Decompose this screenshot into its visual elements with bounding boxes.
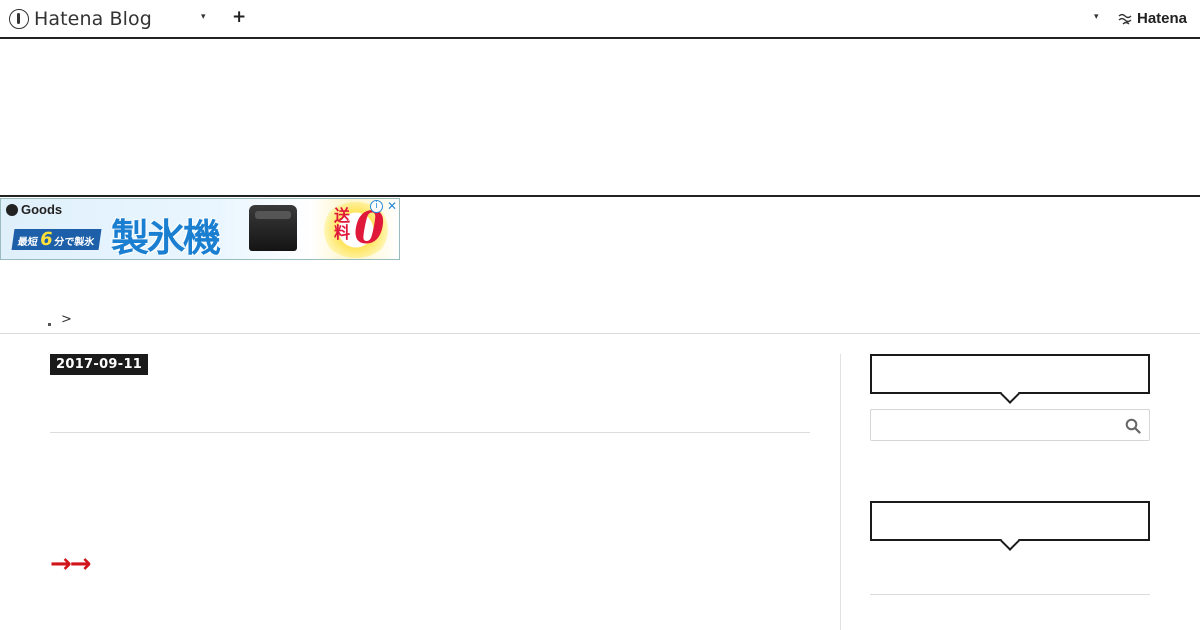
hatena-blog-icon [9, 9, 29, 29]
ad-banner[interactable]: Goods 最短 6 分で製氷 製氷機 送料 0 i ✕ [0, 198, 400, 260]
entry-title-divider [50, 432, 810, 433]
ad-subtitle: 最短 6 分で製氷 [11, 229, 102, 250]
breadcrumb-separator: > [61, 312, 72, 327]
search-form [870, 409, 1150, 441]
breadcrumb: > [48, 312, 72, 327]
chevron-down-icon[interactable]: ▾ [201, 12, 206, 22]
ad-brand-text: Goods [21, 202, 63, 217]
ad-subtitle-number: 6 [38, 229, 55, 250]
add-entry-button[interactable]: + [232, 7, 247, 27]
sidebar-widget-heading-search [870, 354, 1150, 394]
ice-machine-image [249, 205, 297, 251]
ad-subtitle-suffix: 分で製氷 [53, 237, 95, 248]
logo-text: Hatena Blog [34, 8, 152, 30]
hatena-wave-icon [1118, 13, 1132, 24]
entry-date[interactable]: 2017-09-11 [50, 354, 149, 375]
breadcrumb-home-link[interactable] [48, 323, 51, 326]
ad-brand-icon [6, 203, 18, 216]
ad-free-shipping-zero: 0 [354, 203, 385, 254]
ad-space [0, 39, 1200, 197]
ad-title: 製氷機 [111, 216, 221, 260]
search-input[interactable] [871, 410, 1111, 440]
global-header: Hatena Blog ▾ + ▾ Hatena [0, 0, 1200, 39]
search-icon[interactable] [1125, 418, 1141, 434]
ad-free-shipping-text: 送料 [334, 206, 351, 242]
account-menu-chevron-icon[interactable]: ▾ [1094, 12, 1099, 22]
hatena-brand-text: Hatena [1137, 10, 1188, 27]
hatena-link[interactable]: Hatena [1118, 10, 1187, 27]
column-divider [840, 354, 841, 630]
sidebar-divider [870, 594, 1150, 595]
ad-brand: Goods [6, 202, 62, 217]
ad-subtitle-prefix: 最短 [16, 237, 39, 248]
ad-close-icon[interactable]: ✕ [387, 199, 398, 213]
red-arrows: →→ [50, 549, 92, 579]
ad-info-icon[interactable]: i [370, 200, 383, 213]
sidebar-widget-heading [870, 501, 1150, 541]
header-divider [0, 333, 1200, 334]
hatena-blog-logo[interactable]: Hatena Blog [9, 7, 152, 31]
